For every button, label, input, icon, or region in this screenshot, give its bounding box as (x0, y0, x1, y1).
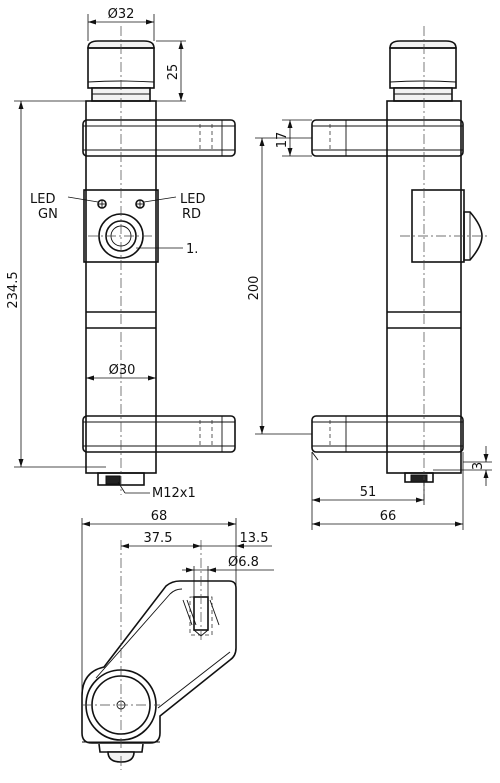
bracket-outline (81, 580, 237, 744)
label-m12-connector: M12x1 (152, 486, 196, 501)
side-m12-connector (410, 474, 428, 483)
front-view (82, 26, 236, 495)
dim-connector-offset: 3 (471, 462, 486, 470)
dim-hole-diameter: Ø6.8 (228, 555, 259, 570)
dim-bracket-width: 68 (151, 509, 168, 524)
bracket-dimensions: 68 37.5 13.5 Ø6.8 (81, 509, 274, 700)
side-button-dome (389, 40, 457, 49)
front-lower-arm (82, 415, 236, 453)
label-led-green-2: GN (38, 207, 58, 222)
side-button-collar (393, 87, 453, 102)
side-view (311, 26, 488, 500)
front-callouts: LED GN LED RD 1. M12x1 (30, 192, 205, 501)
side-dimensions: 17 200 3 51 66 (247, 119, 492, 530)
label-led-red-1: LED (180, 192, 205, 207)
front-m12-connector (105, 475, 121, 485)
bracket-view (81, 540, 237, 770)
side-led-block (411, 189, 465, 263)
dim-button-height: 25 (166, 64, 181, 81)
dim-overall-height: 234.5 (6, 271, 21, 308)
dim-edge-offset: 13.5 (240, 531, 269, 546)
dim-body-diameter: Ø30 (109, 363, 136, 378)
front-upper-arm (82, 119, 236, 157)
dim-overall-depth: 66 (380, 509, 397, 524)
dim-arm-height: 17 (275, 132, 290, 149)
dim-button-diameter: Ø32 (108, 7, 135, 22)
label-led-red-2: RD (182, 207, 201, 222)
dim-arm-spacing: 200 (247, 276, 262, 301)
dim-depth-to-axis: 51 (360, 485, 377, 500)
dim-hole-offset: 37.5 (144, 531, 173, 546)
front-dimensions: Ø32 25 234.5 Ø30 (6, 7, 186, 494)
label-led-green-1: LED (30, 192, 55, 207)
side-button-cap (389, 47, 457, 89)
label-reference-1: 1. (186, 242, 198, 257)
